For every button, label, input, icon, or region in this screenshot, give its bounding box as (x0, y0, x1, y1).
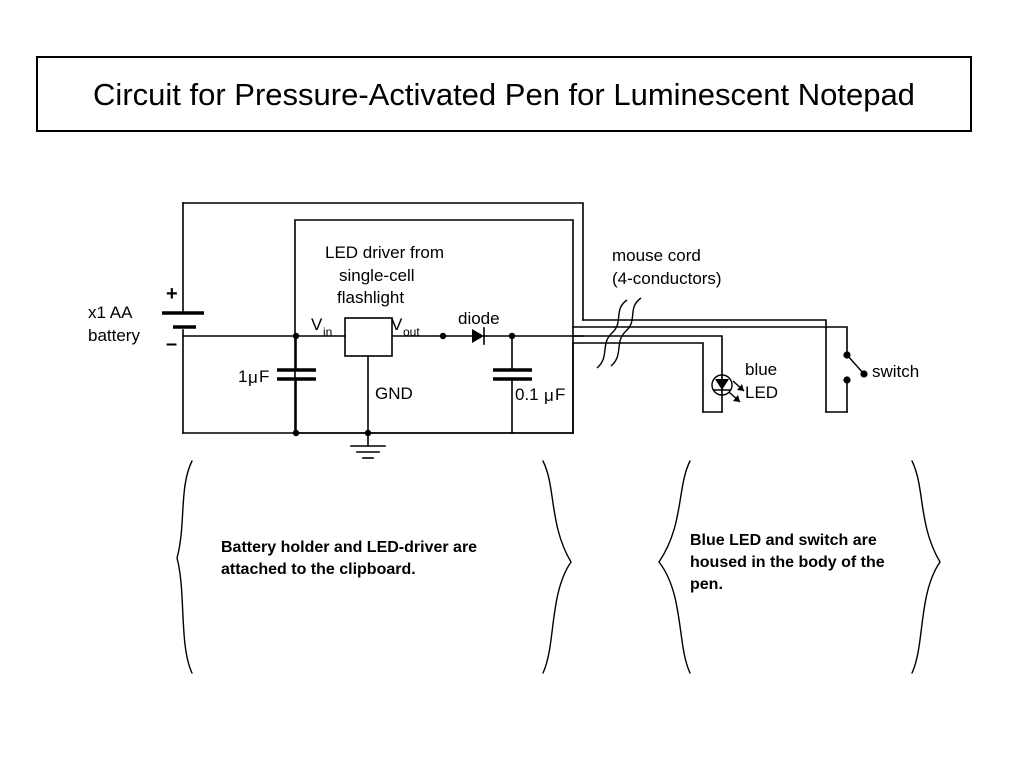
driver-vin-sublabel: in (323, 325, 332, 339)
earth-ground-symbol (350, 432, 386, 459)
driver-gnd-label: GND (375, 384, 413, 403)
cord-conductor-3 (572, 335, 723, 413)
right-annotation-line3: pen. (690, 576, 723, 593)
cord-label-line2: (4-conductors) (612, 269, 722, 288)
cord-label-line1: mouse cord (612, 246, 701, 265)
battery-minus-label: – (166, 333, 177, 355)
capacitor-input-unit-f: F (259, 367, 269, 386)
left-annotation-brace-close (542, 460, 572, 674)
capacitor-input-value: 1 (238, 367, 247, 386)
led-label-line2: LED (745, 383, 778, 402)
supply-top-wire (182, 202, 584, 321)
right-annotation-brace-open (658, 460, 691, 674)
right-annotation-brace-close (911, 460, 941, 674)
right-annotation-line1: Blue LED and switch are (690, 532, 877, 549)
cord-conductor-1 (582, 319, 827, 413)
driver-vout-label: V (391, 315, 403, 334)
led-label-line1: blue (745, 360, 777, 379)
capacitor-input-unit-mu: μ (248, 368, 258, 387)
driver-vout-sublabel: out (403, 325, 420, 339)
capacitor-input-symbol (277, 335, 316, 434)
driver-vin-label: V (311, 315, 323, 334)
left-annotation-brace-open (176, 460, 193, 674)
battery-plus-label: + (166, 283, 178, 305)
title-box: Circuit for Pressure-Activated Pen for L… (36, 56, 972, 132)
left-annotation-line2: attached to the clipboard. (221, 561, 416, 578)
diode-label: diode (458, 309, 500, 328)
capacitor-output-unit-mu: μ (544, 386, 554, 405)
driver-caption-line1: LED driver from (325, 243, 444, 262)
battery-label-line1: x1 AA (88, 303, 133, 322)
switch-symbol (843, 351, 868, 384)
driver-ic-body (344, 317, 393, 357)
junction-dots (292, 332, 516, 437)
capacitor-output-value: 0.1 (515, 385, 539, 404)
battery-label-line2: battery (88, 326, 140, 345)
blue-led-symbol (711, 374, 745, 403)
mouse-cord-sheath (596, 297, 642, 369)
driver-caption-line2: single-cell (339, 266, 415, 285)
driver-caption-line3: flashlight (337, 288, 404, 307)
switch-loop-wire (825, 379, 848, 413)
diode-symbol (472, 327, 485, 345)
switch-label: switch (872, 362, 919, 381)
capacitor-output-unit-f: F (555, 385, 565, 404)
capacitor-output-symbol (493, 335, 532, 434)
battery-symbol (162, 311, 204, 329)
cord-conductor-4 (572, 342, 704, 413)
right-annotation-line2: housed in the body of the (690, 554, 885, 571)
page-title: Circuit for Pressure-Activated Pen for L… (93, 76, 915, 112)
cord-conductor-2 (572, 326, 848, 356)
left-annotation-line1: Battery holder and LED-driver are (221, 539, 477, 556)
